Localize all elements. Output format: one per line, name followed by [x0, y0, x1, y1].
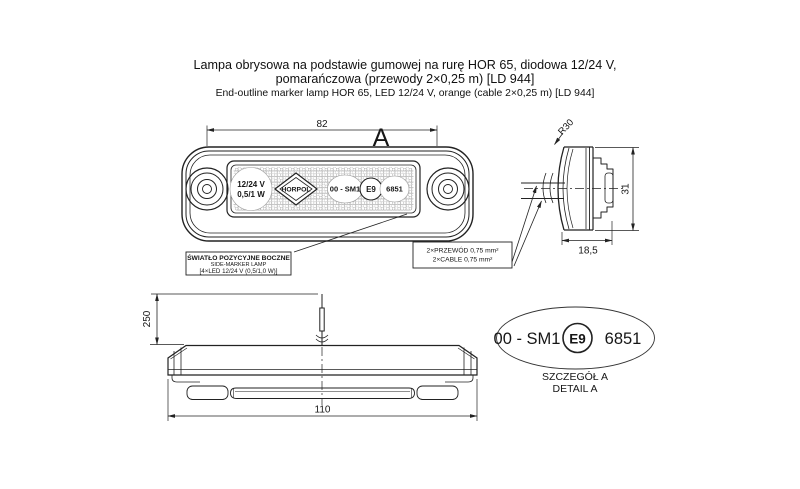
bottom-view: 250 110 [142, 293, 478, 421]
bottom-chamfer-left [170, 347, 188, 360]
wire-break-mark-2 [549, 172, 554, 204]
callout-side-marker: ŚWIATŁO POZYCYJNE BOCZNE SIDE-MARKER LAM… [185, 251, 292, 276]
dim-82-value: 82 [316, 119, 328, 130]
title-line-2: pomarańczowa (przewody 2×0,25 m) [LD 944… [275, 72, 535, 87]
brand-diamond-outer [274, 172, 318, 206]
r30-label: R30 [556, 117, 576, 137]
side-marker-leader [293, 213, 408, 253]
bottom-lip-right [445, 375, 474, 383]
title-line-1: Lampa obrysowa na podstawie gumowej na r… [193, 58, 617, 72]
lens-voltage-line2: 0,5/1 W [237, 190, 265, 199]
bottom-cable-ferrule [319, 307, 325, 332]
detail-letter-a: A [373, 124, 390, 152]
lens-blob-approval-right [379, 175, 410, 203]
brand-label: HORPOL [281, 187, 310, 194]
detail-a-e-mark: E9 [569, 332, 586, 347]
callout-side-marker-line1: ŚWIATŁO POZYCYJNE BOCZNE [187, 253, 290, 262]
detail-a-caption-pl: SZCZEGÓŁ A [542, 370, 608, 383]
dim-18-5-value: 18,5 [578, 246, 598, 257]
detail-a-ellipse [496, 306, 655, 370]
cable-break-mark-2 [315, 338, 329, 343]
callout-side-marker-line2: SIDE-MARKER LAMP [211, 262, 267, 268]
lens-voltage-line1: 12/24 V [237, 180, 265, 189]
wire-break-mark-1 [542, 172, 547, 204]
callout-cable-line2: 2×CABLE 0,75 mm² [433, 257, 493, 264]
lens-bezel-outer [226, 160, 421, 218]
rubber-base-pad [604, 172, 614, 204]
rubber-foot-right [416, 385, 459, 400]
bottom-lens-tray [230, 387, 415, 399]
callout-cable-line1: 2×PRZEWÓD 0,75 mm² [427, 246, 500, 255]
bottom-chamfer-right [457, 347, 475, 360]
brand-diamond-inner [279, 177, 313, 201]
lens-e-mark: E9 [366, 185, 376, 194]
r30-leader [554, 132, 564, 145]
side-view: R30 31 18,5 [521, 117, 639, 257]
title-line-3: End-outline marker lamp HOR 65, LED 12/2… [215, 88, 595, 100]
dim-18-5 [561, 221, 613, 245]
front-housing-inner-2 [189, 154, 466, 234]
title-block: Lampa obrysowa na podstawie gumowej na r… [0, 58, 800, 100]
dim-110 [167, 379, 478, 421]
lens-approval-right: 6851 [386, 185, 403, 194]
callout-side-marker-line3: [4×LED 12/24 V (0,5/1,0 W)] [200, 268, 278, 275]
front-view: 12/24 V 0,5/1 W HORPOL 00 - SM1 E9 6851 … [181, 119, 474, 253]
cable-break-mark-1 [315, 334, 329, 339]
screw-mount-right [426, 167, 470, 211]
lens-blob-voltage [229, 167, 273, 211]
dim-31 [595, 146, 639, 232]
detail-a-caption-en: DETAIL A [553, 383, 598, 395]
rubber-base-profile [593, 157, 614, 219]
detail-a-code-left: 00 - SM1 [494, 330, 561, 348]
bottom-lip-left [171, 375, 200, 383]
cable-leader-1 [511, 185, 537, 263]
dim-110-value: 110 [315, 405, 331, 416]
dim-31-value: 31 [621, 183, 632, 195]
dim-82 [206, 125, 438, 146]
e-mark-circle-large [562, 322, 593, 354]
callout-cable-box [412, 241, 513, 269]
lens-approval-left: 00 - SM1 [330, 185, 360, 194]
dim-250-value: 250 [142, 310, 153, 327]
rubber-foot-left [186, 385, 229, 400]
bottom-body-outline [167, 344, 478, 376]
callout-side-marker-box [185, 251, 292, 276]
detail-a: 00 - SM1 E9 6851 SZCZEGÓŁ A DETAIL A [494, 306, 655, 395]
dim-250 [150, 293, 318, 346]
screw-mount-left [185, 167, 229, 211]
detail-a-code-right: 6851 [605, 330, 642, 348]
cable-leader-2 [513, 200, 542, 267]
